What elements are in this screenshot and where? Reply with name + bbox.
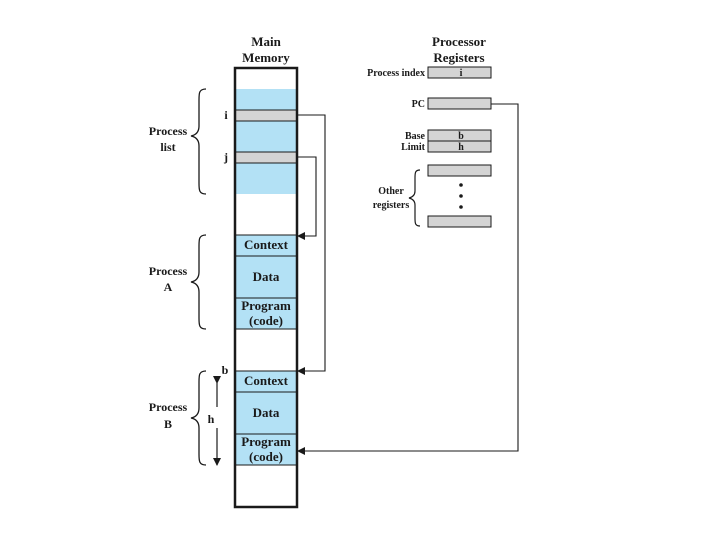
process-list-label-line1: Process	[149, 124, 188, 138]
process-a-side-label-line1: Process	[149, 264, 188, 278]
process-a-program-label-line1: Program	[241, 298, 291, 313]
process-b-program-label-line2: (code)	[249, 449, 283, 464]
other-registers-label-line2: registers	[373, 200, 410, 211]
process-b-side-label-line2: B	[164, 417, 172, 431]
label-b: b	[222, 363, 229, 377]
process-a-side-label-line2: A	[164, 280, 173, 294]
process-a-brace	[190, 234, 207, 330]
process-a-context-label: Context	[244, 237, 289, 252]
pointer-pc-to-program-b	[297, 103, 519, 455]
pc-register	[427, 97, 492, 110]
limit-value: h	[458, 142, 464, 153]
process-list-region	[235, 89, 297, 194]
process-a-program-block	[234, 297, 298, 330]
label-i: i	[224, 108, 228, 122]
base-label: Base	[405, 131, 426, 142]
process-index-label: Process index	[367, 68, 425, 79]
process-list-slot-i	[234, 109, 298, 122]
pointer-i-to-process-b	[297, 114, 326, 375]
process-b-data-label: Data	[253, 405, 280, 420]
main-memory-title-line2: Memory	[242, 50, 290, 65]
process-b-context-label: Context	[244, 373, 289, 388]
process-list-brace	[190, 88, 207, 195]
process-a-program-label-line2: (code)	[249, 313, 283, 328]
main-memory-border	[233, 66, 299, 509]
process-list-slot-j	[234, 151, 298, 164]
limit-label: Limit	[401, 142, 426, 153]
process-b-program-label-line1: Program	[241, 434, 291, 449]
process-b-side-label-line1: Process	[149, 400, 188, 414]
process-index-value: i	[460, 68, 463, 79]
ellipsis-dots	[459, 183, 463, 209]
processor-registers-title-line1: Processor	[432, 34, 486, 49]
label-h: h	[208, 412, 215, 426]
other-register-top	[427, 164, 492, 177]
other-registers-brace	[408, 169, 421, 227]
processor-registers-title-line2: Registers	[433, 50, 484, 65]
limit-register	[427, 140, 492, 153]
process-a-data-label: Data	[253, 269, 280, 284]
process-list-label-line2: list	[160, 140, 175, 154]
main-memory-title-line1: Main	[251, 34, 281, 49]
label-j: j	[223, 150, 228, 164]
base-value: b	[458, 131, 464, 142]
main-memory-column	[233, 66, 299, 509]
pc-label: PC	[412, 99, 425, 110]
process-index-register	[427, 66, 492, 79]
other-registers-label-line1: Other	[378, 186, 404, 197]
other-register-bottom	[427, 215, 492, 228]
pointer-j-to-process-a	[297, 156, 317, 240]
process-b-brace	[190, 370, 207, 466]
